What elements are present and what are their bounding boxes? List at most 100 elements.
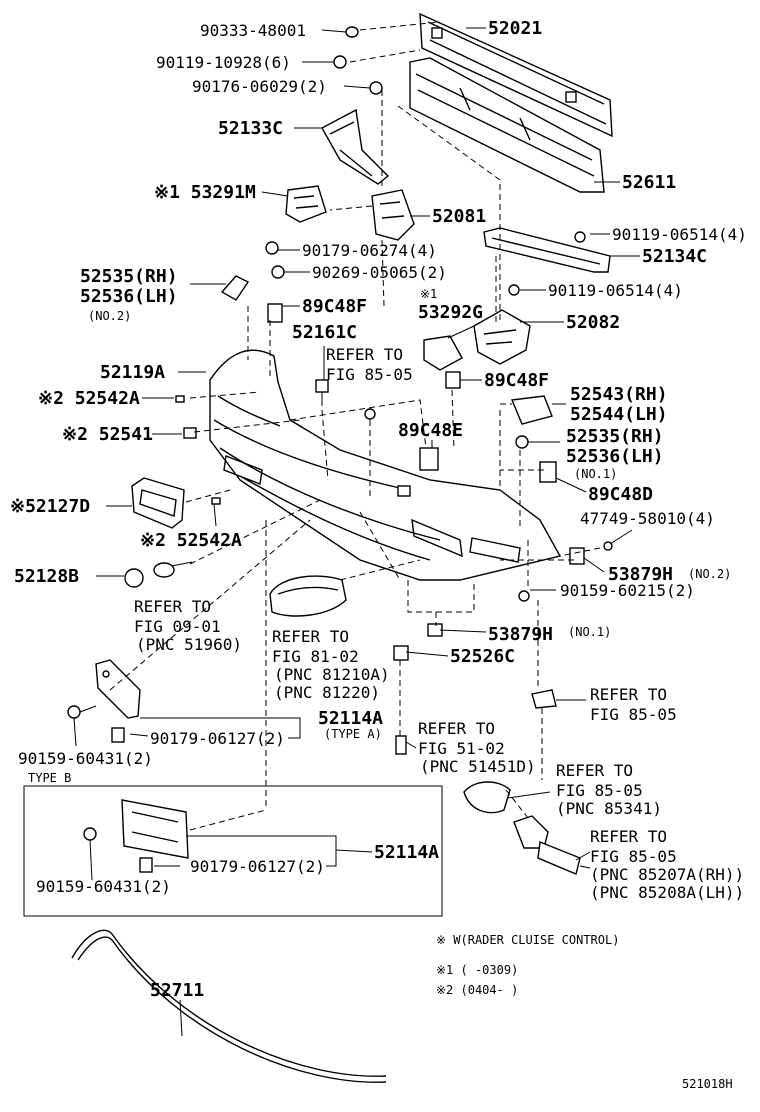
clip-fig-85-05 [531,689,557,709]
clip-89c48e [419,447,439,471]
label-52535-rh-no1: 52535(RH) [566,426,664,447]
screw-90119-10928 [333,55,347,69]
cap-52128b [124,561,193,588]
label-90119-06514-a: 90119-06514(4) [612,225,747,244]
label-53292g: 53292G [418,302,483,323]
bolt-90119-06514b [508,284,520,296]
bracket-52082 [473,309,531,365]
clip-52161c [315,379,329,406]
pad-52541 [183,427,197,439]
license-bracket-type-b [121,799,189,859]
label-refer-1: REFER TO [326,345,403,364]
label-pnc-85208a: (PNC 85208A(LH)) [590,883,744,902]
label-fig-51-02: FIG 51-02 [418,739,505,758]
label-52081: 52081 [432,206,486,227]
label-52134c: 52134C [642,246,707,267]
label-no2-a: (NO.2) [88,309,131,323]
clip-53879h-no1 [427,623,443,637]
label-fig-81-02: FIG 81-02 [272,647,359,666]
clip-90176 [369,81,383,95]
label-52536-lh-no1: 52536(LH) [566,446,664,467]
label-52542a-a: ※2 52542A [38,388,140,409]
label-pnc-85207a: (PNC 85207A(RH)) [590,865,744,884]
label-90159-60215: 90159-60215(2) [560,581,695,600]
legend-note-1: ※1 ( -0309) [436,963,518,977]
label-52114a-type-b: 52114A [374,842,439,863]
label-pnc-81220: (PNC 81220) [274,683,380,702]
label-refer-7: REFER TO [590,827,667,846]
label-52541: ※2 52541 [62,424,153,445]
sensor-cover [463,781,511,814]
bracket-52081 [371,189,415,241]
bolt-center [364,408,376,420]
label-52711: 52711 [150,980,204,1001]
fog-lamp [269,575,347,617]
pad-52542a-a [175,395,185,403]
label-refer-4: REFER TO [590,685,667,704]
bolt-fig-51-02 [395,735,407,755]
type-b-box [23,785,443,917]
label-89c48e: 89C48E [398,420,463,441]
label-52161c: 52161C [292,322,357,343]
bezel-52127d [131,477,185,529]
label-53291m: ※1 53291M [154,182,256,203]
label-52536-lh-no2: 52536(LH) [80,286,178,307]
label-89c48d: 89C48D [588,484,653,505]
nut-90179-06127-a [111,727,125,743]
label-pnc-81210a: (PNC 81210A) [274,665,390,684]
clip-89c48d [539,461,557,483]
label-47749-58010: 47749-58010(4) [580,509,715,528]
part-53292g [423,335,463,371]
clip-53879h-no2 [569,547,585,565]
label-fig-85-05-d: FIG 85-05 [590,847,677,866]
label-90179-06127-a: 90179-06127(2) [150,729,285,748]
label-90159-60431-b: 90159-60431(2) [36,877,171,896]
leader-lines [73,27,640,1037]
label-52082: 52082 [566,312,620,333]
label-fig-85-05-b: FIG 85-05 [590,705,677,724]
label-pnc-85341: (PNC 85341) [556,799,662,818]
label-90269-05065: 90269-05065(2) [312,263,447,282]
label-52128b: 52128B [14,566,79,587]
label-fig-85-05-c: FIG 85-05 [556,781,643,800]
label-52543-rh: 52543(RH) [570,384,668,405]
bracket-52535-no2 [220,275,250,301]
label-52114a-type-a: 52114A [318,708,383,729]
nut-90179-06127-b [139,857,153,873]
label-90159-60431-a: 90159-60431(2) [18,749,153,768]
legend-note-2: ※2 (0404- ) [436,983,518,997]
label-53879h-no1: 53879H [488,624,553,645]
label-52127d: ※52127D [10,496,90,517]
nut-90269-05065 [271,265,285,279]
absorber-52611 [409,57,605,193]
part-labels: 52021 90333-48001 90119-10928(6) 90176-0… [10,18,747,1091]
label-pnc-51960: (PNC 51960) [136,635,242,654]
molding-52711 [71,929,387,1077]
label-52542a-b: ※2 52542A [140,530,242,551]
label-no1-b: (NO.1) [568,625,611,639]
label-90333-48001: 90333-48001 [200,21,306,40]
bracket-52133c [321,108,390,185]
clip-89c48f-a [267,303,283,323]
license-bracket-type-a [95,659,141,719]
screw-90159-60431-b [83,827,97,841]
label-refer-5: REFER TO [418,719,495,738]
screw-90159-60431-a [67,705,81,719]
bolt-90179-06274 [265,241,279,255]
molding-52711-edge [77,936,387,1083]
part-90333 [345,26,359,38]
bracket-52543 [510,395,553,425]
legend-w-rader: ※ W(RADER CLUISE CONTROL) [436,933,619,947]
label-90179-06127-b: 90179-06127(2) [190,857,325,876]
label-type-b: TYPE B [28,771,71,785]
bracket-52134c [483,227,611,273]
label-52133c: 52133C [218,118,283,139]
part-52535-no1 [515,435,529,449]
label-refer-3: REFER TO [272,627,349,646]
label-refer-6: REFER TO [556,761,633,780]
label-type-a: (TYPE A) [324,727,382,741]
label-89c48f-b: 89C48F [484,370,549,391]
sensor-harness [513,815,591,875]
label-52119a: 52119A [100,362,165,383]
